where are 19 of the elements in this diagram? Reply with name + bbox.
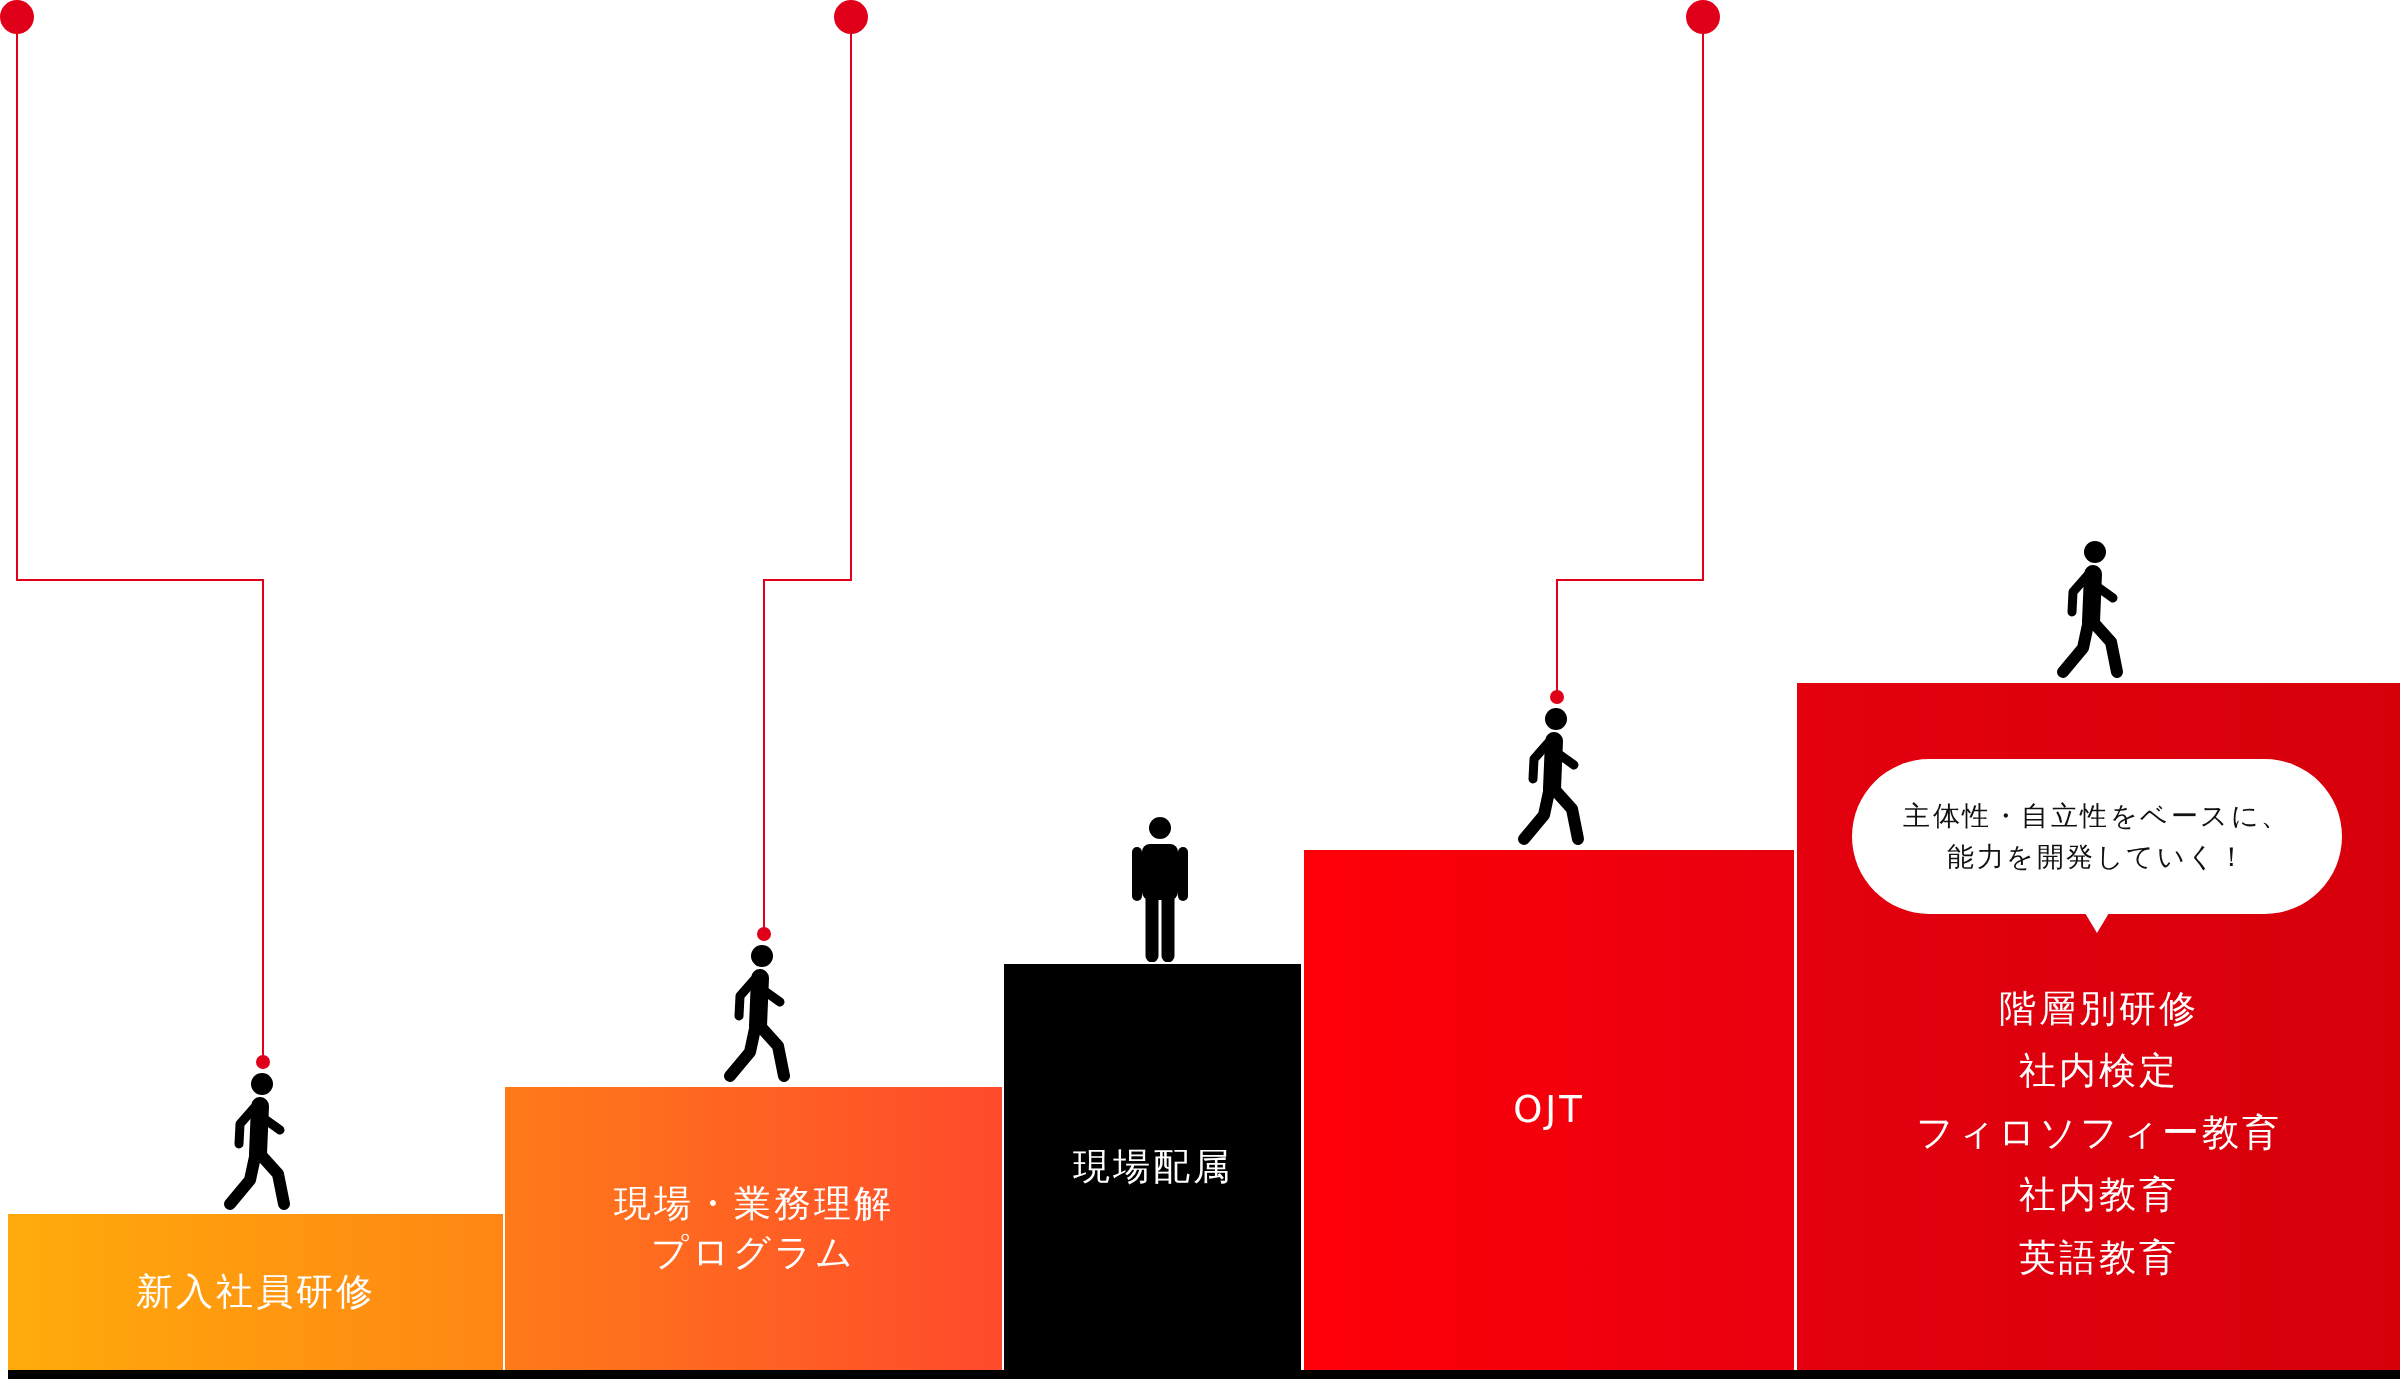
step-label: 現場配属 xyxy=(1071,1144,1234,1191)
list-item: 階層別研修 xyxy=(1997,985,2200,1032)
step-label: 現場・業務理解プログラム xyxy=(612,1180,895,1277)
step-label: 新入社員研修 xyxy=(134,1269,377,1316)
step-block xyxy=(1304,850,1794,1370)
leader-line xyxy=(1550,0,1720,704)
person-icon xyxy=(1130,816,1190,962)
leader-line xyxy=(0,0,270,1069)
list-item: 社内検定 xyxy=(2017,1047,2180,1094)
step-block xyxy=(1004,964,1301,1370)
step-label: OJT xyxy=(1512,1087,1586,1134)
step-block xyxy=(8,1214,503,1370)
list-item: 社内教育 xyxy=(2017,1172,2180,1219)
list-item: 英語教育 xyxy=(2017,1234,2180,1281)
list-item: フィロソフィー教育 xyxy=(1914,1109,2283,1156)
step-block xyxy=(505,1087,1002,1370)
step-block xyxy=(1797,683,2400,1370)
bubble-text: 主体性・自立性をベースに、能力を開発していく！ xyxy=(1902,798,2292,875)
leader-line xyxy=(757,0,868,941)
